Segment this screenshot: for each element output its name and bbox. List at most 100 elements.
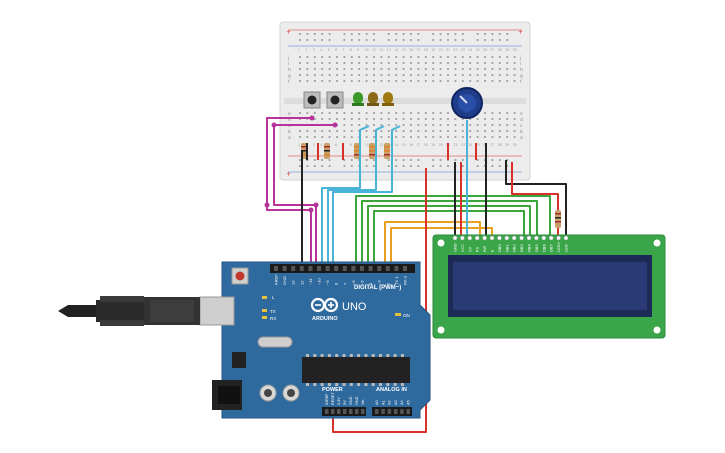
- row-letter: c: [288, 124, 291, 129]
- row-letter: g: [520, 74, 523, 79]
- lcd-pin-label: DB5: [534, 243, 539, 252]
- led-label-tx: TX: [270, 309, 276, 314]
- wire-green: [373, 210, 525, 268]
- digital-pin-label: 12: [299, 280, 304, 285]
- lcd-pin-label: DB4: [527, 243, 532, 252]
- atmega-chip: [302, 357, 410, 383]
- analog-pin-label: A2: [388, 400, 392, 405]
- column-number: 6: [335, 48, 337, 52]
- lcd-pin-label: GND: [453, 243, 458, 252]
- column-number: 20: [439, 143, 443, 147]
- analog-pin-label: A3: [394, 400, 398, 405]
- wire-green: [355, 195, 551, 268]
- digital-pin-label: ~5: [360, 280, 365, 285]
- column-number: 19: [431, 48, 435, 52]
- pushbutton-icon[interactable]: [303, 91, 321, 109]
- row-letter: j: [519, 55, 521, 61]
- row-letter: g: [288, 74, 291, 79]
- lcd-pin-label: DB1: [504, 243, 509, 252]
- rail-plus-marker: +: [286, 171, 291, 178]
- row-letter: a: [520, 136, 523, 141]
- wire-cyan: [327, 125, 385, 268]
- power-pin-label: Vin: [361, 400, 365, 405]
- digital-pin-label: 7: [342, 282, 347, 285]
- column-number: 29: [505, 143, 509, 147]
- lcd-pin-label: LED-: [564, 243, 569, 252]
- column-number: 23: [461, 143, 465, 147]
- wire-cyan: [321, 125, 370, 268]
- column-number: 6: [335, 143, 337, 147]
- column-number: 4: [320, 48, 322, 52]
- column-number: 25: [476, 48, 480, 52]
- on-label: ON: [403, 313, 410, 318]
- digital-pin-label: AREF: [274, 274, 279, 285]
- column-number: 15: [402, 48, 406, 52]
- lcd-pin-label: LED+: [556, 241, 561, 252]
- column-number: 2: [305, 48, 307, 52]
- column-number: 24: [468, 48, 472, 52]
- row-letter: d: [288, 117, 291, 123]
- power-pin-label: GND: [355, 396, 359, 405]
- column-number: 28: [498, 48, 502, 52]
- column-number: 15: [402, 143, 406, 147]
- analog-pin-label: A1: [381, 400, 385, 405]
- column-number: 5: [328, 48, 330, 52]
- column-number: 27: [490, 143, 494, 147]
- column-number: 28: [498, 143, 502, 147]
- row-letter: f: [288, 79, 290, 85]
- resistor-icon: [384, 143, 390, 159]
- lcd-pin-label: DB3: [519, 243, 524, 252]
- column-number: 27: [490, 48, 494, 52]
- column-number: 1: [298, 143, 300, 147]
- row-letter: i: [288, 61, 289, 67]
- column-number: 22: [453, 48, 457, 52]
- row-letter: f: [520, 79, 522, 85]
- breadboard-jumpers: [306, 143, 487, 160]
- wires: [264, 115, 567, 433]
- digital-pin-label: 13: [291, 280, 296, 285]
- row-letter: b: [288, 129, 291, 135]
- column-number: 10: [365, 143, 369, 147]
- column-number: 26: [483, 48, 487, 52]
- row-letter: e: [288, 112, 291, 117]
- column-number: 21: [446, 48, 450, 52]
- model-label: UNO: [342, 301, 367, 313]
- column-number: 4: [320, 143, 322, 147]
- column-number: 30: [513, 48, 517, 52]
- rail-plus-marker: +: [518, 29, 523, 36]
- column-number: 12: [379, 48, 383, 52]
- wire-black: [505, 160, 567, 236]
- analog-pin-label: A5: [407, 400, 411, 405]
- lcd-pin-label: DB6: [541, 243, 546, 252]
- brand-label: ARDUINO: [312, 316, 338, 322]
- digital-pin-label: RX 0: [403, 275, 408, 285]
- power-pin-label: IOREF: [325, 393, 329, 405]
- row-letter: e: [520, 112, 523, 117]
- row-letter: a: [288, 136, 291, 141]
- resistor-icon: [324, 143, 330, 159]
- led-icon[interactable]: [382, 92, 394, 106]
- column-number: 8: [350, 48, 352, 52]
- potentiometer-icon[interactable]: [451, 87, 483, 119]
- usb-cable-icon: [58, 296, 200, 326]
- column-number: 18: [424, 143, 428, 147]
- rail-plus-marker: +: [286, 29, 291, 36]
- led-icon[interactable]: [352, 92, 364, 106]
- digital-pin-label: 4: [368, 282, 373, 285]
- column-number: 25: [476, 143, 480, 147]
- column-number: 7: [342, 48, 344, 52]
- row-letter: d: [520, 117, 523, 123]
- resistor-icon: [369, 143, 375, 159]
- analog-label: ANALOG IN: [376, 387, 407, 393]
- row-letter: j: [287, 55, 289, 61]
- pushbutton-icon[interactable]: [326, 91, 344, 109]
- led-icon[interactable]: [367, 92, 379, 106]
- row-letter: c: [520, 124, 523, 129]
